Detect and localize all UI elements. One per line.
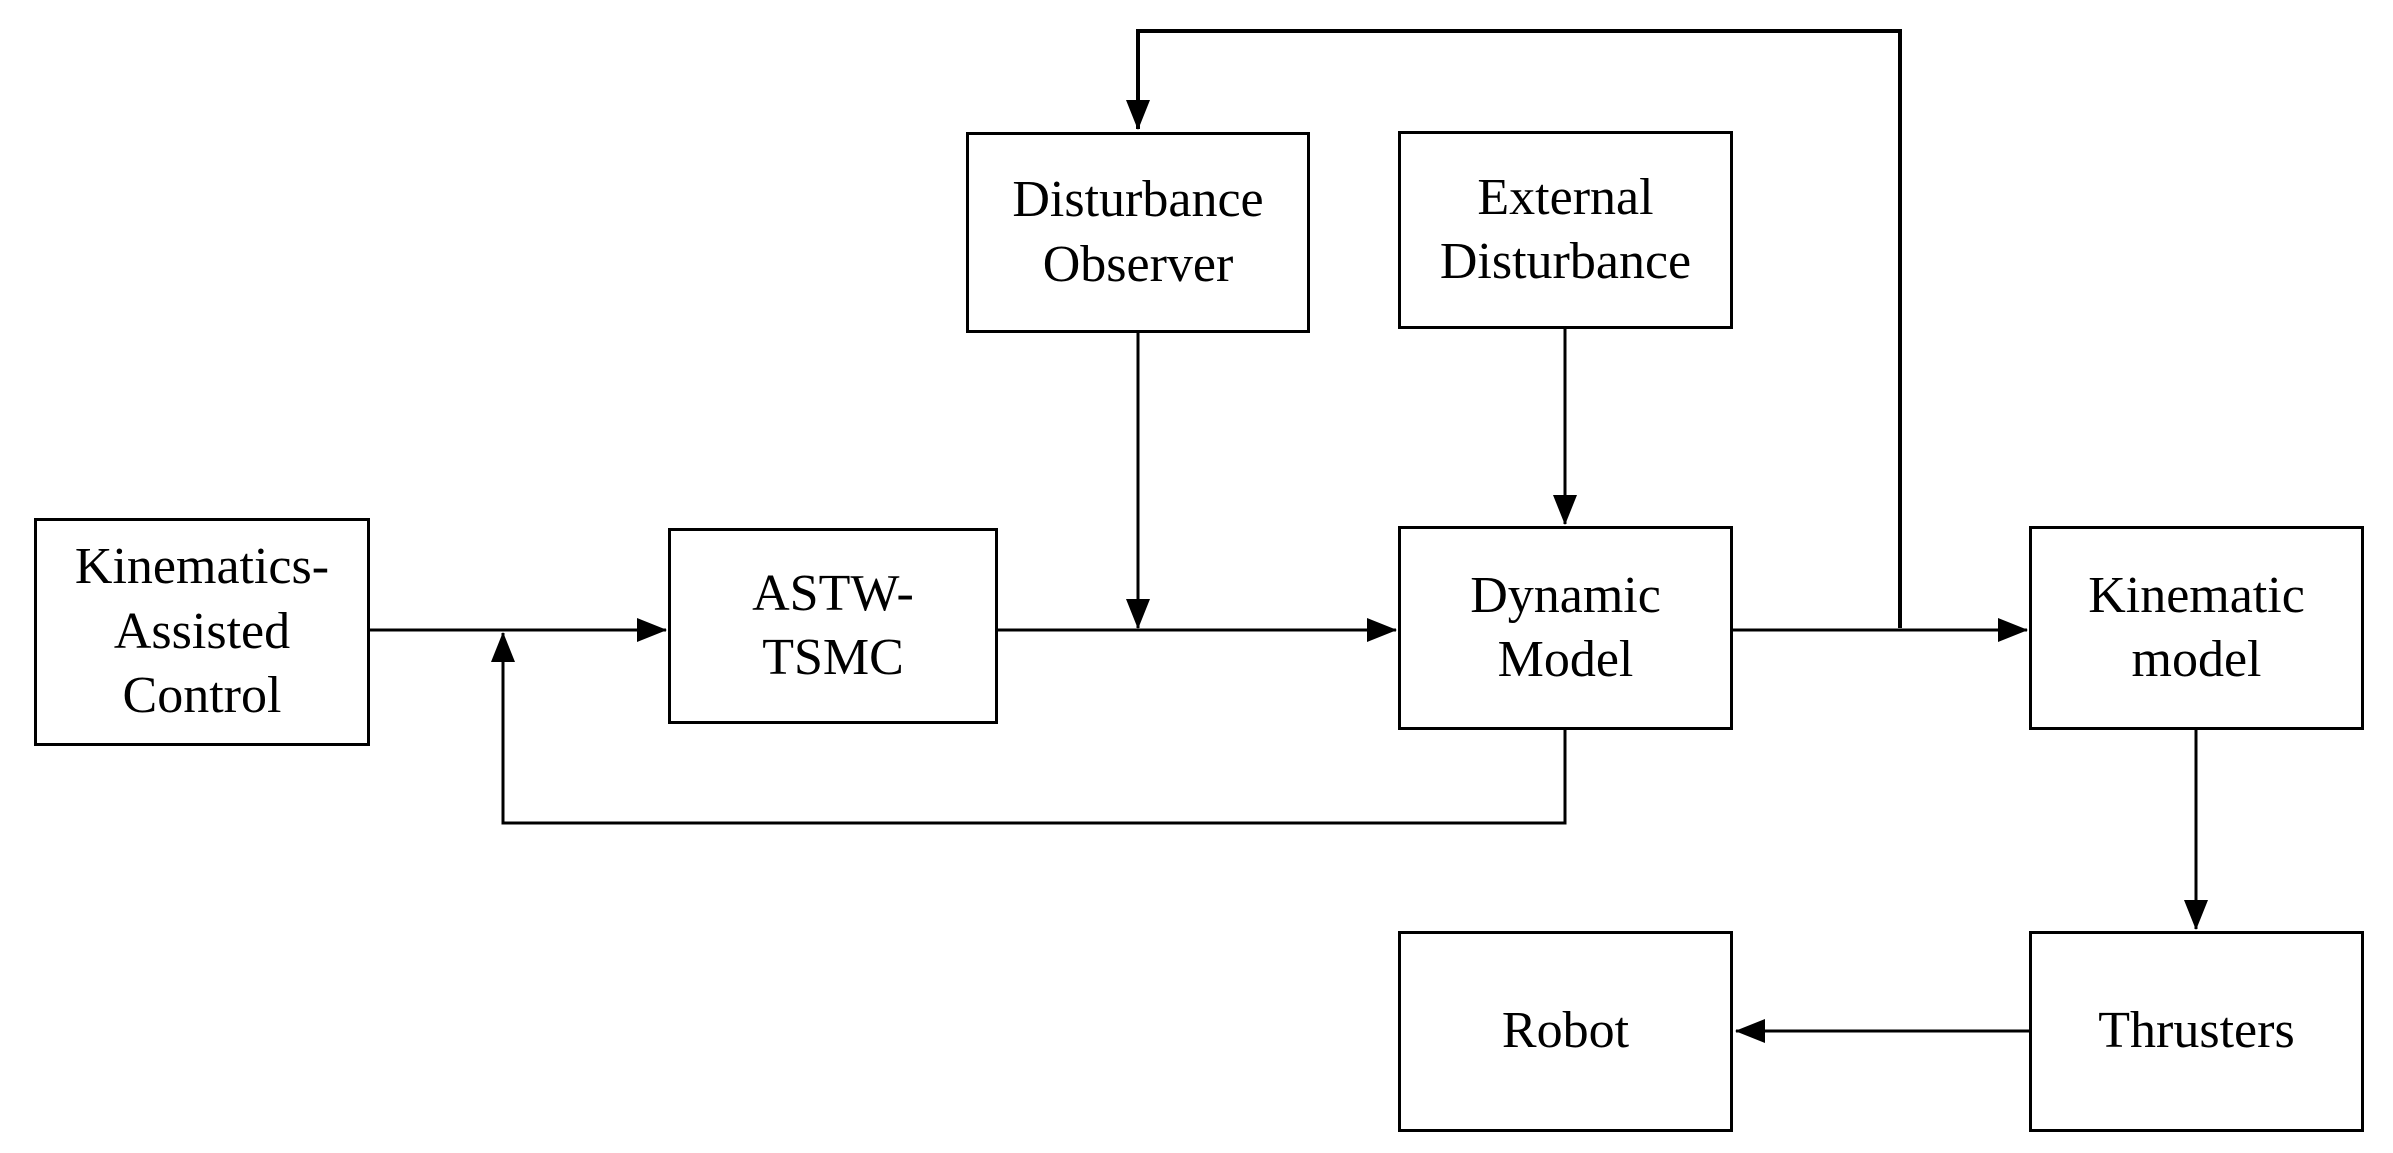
- node-astw-tsmc: ASTW- TSMC: [668, 528, 998, 724]
- node-thrusters: Thrusters: [2029, 931, 2364, 1132]
- node-kinematic-model: Kinematic model: [2029, 526, 2364, 730]
- node-label-kinematic-model: Kinematic model: [2088, 566, 2305, 688]
- connector-top-feedback-to-disturbance-observer: [1126, 29, 1902, 628]
- node-disturbance-observer: Disturbance Observer: [966, 132, 1310, 333]
- node-label-astw-tsmc: ASTW- TSMC: [752, 564, 914, 686]
- connector-bottom-feedback-to-kinematics-line: [491, 632, 1567, 825]
- node-label-external-disturbance: External Disturbance: [1439, 168, 1692, 290]
- node-label-robot: Robot: [1501, 1002, 1630, 1060]
- node-external-disturbance: External Disturbance: [1398, 131, 1733, 329]
- node-label-kinematics-assisted-control: Kinematics- Assisted Control: [74, 538, 330, 725]
- node-label-disturbance-observer: Disturbance Observer: [1012, 171, 1264, 293]
- node-kinematics-assisted-control: Kinematics- Assisted Control: [34, 518, 370, 746]
- node-label-dynamic-model: Dynamic Model: [1470, 566, 1661, 688]
- node-dynamic-model: Dynamic Model: [1398, 526, 1733, 730]
- node-label-thrusters: Thrusters: [2098, 1002, 2295, 1060]
- node-robot: Robot: [1398, 931, 1733, 1132]
